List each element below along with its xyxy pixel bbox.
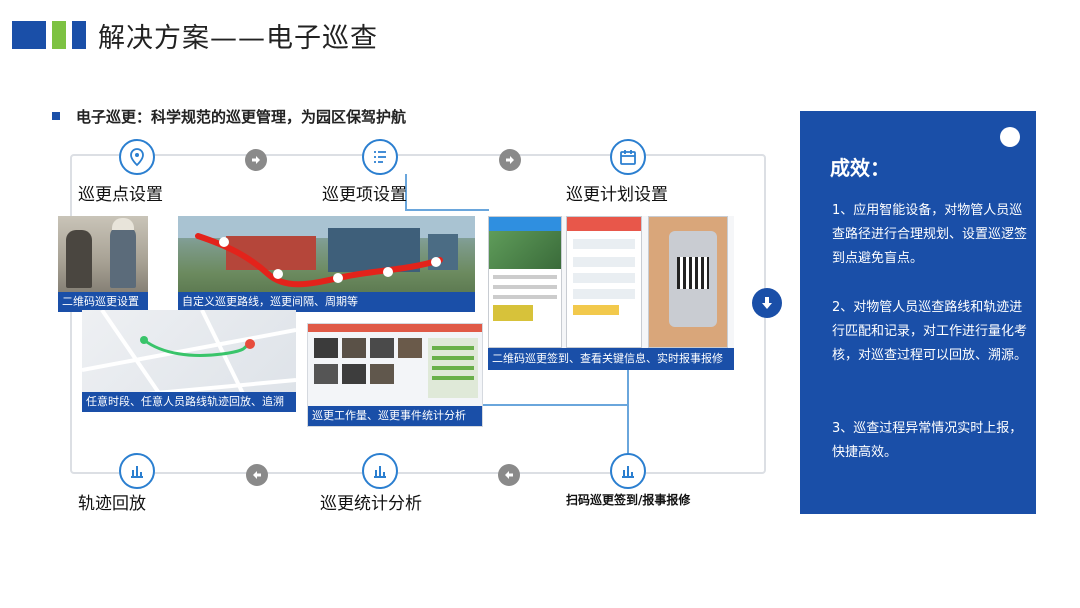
bar-chart-icon — [362, 453, 398, 489]
track-replay-map: 任意时段、任意人员路线轨迹回放、追溯 — [82, 310, 296, 412]
arrow-right-icon — [245, 149, 267, 171]
connector-line — [405, 209, 489, 211]
page-title: 解决方案——电子巡查 — [98, 23, 378, 54]
caption-custom-route: 自定义巡更路线，巡更间隔、周期等 — [178, 292, 475, 312]
results-title: 成效： — [830, 156, 890, 180]
step-label-scan-checkin: 扫码巡更签到/报事报修 — [566, 493, 691, 507]
results-item-1: 1、应用智能设备，对物管人员巡查路径进行合理规划、设置巡逻签到点避免盲点。 — [832, 203, 1028, 266]
arrow-down-icon — [752, 288, 782, 318]
subhead-bullet-icon — [52, 112, 60, 120]
arrow-right-icon — [499, 149, 521, 171]
results-item-3: 3、巡查过程异常情况实时上报，快捷高效。 — [832, 421, 1023, 460]
aerial-route-photo: 自定义巡更路线，巡更间隔、周期等 — [178, 216, 475, 312]
step-label-plan-setup: 巡更计划设置 — [566, 185, 668, 205]
title-bar-blue-wide — [12, 21, 46, 49]
decorative-circle-icon — [1000, 127, 1020, 147]
title-decoration — [12, 21, 88, 49]
statistics-dashboard-screenshot: 巡更工作量、巡更事件统计分析 — [307, 323, 483, 427]
location-pin-icon — [119, 139, 155, 175]
title-bar-green — [52, 21, 66, 49]
step-label-point-setup: 巡更点设置 — [78, 185, 163, 205]
arrow-left-icon — [498, 464, 520, 486]
caption-checkin: 二维码巡更签到、查看关键信息、实时报事报修 — [488, 348, 734, 370]
step-label-item-setup: 巡更项设置 — [322, 185, 407, 205]
phone-screen-1 — [488, 216, 562, 348]
phone-screen-2 — [566, 216, 642, 348]
subheading: 电子巡更：科学规范的巡更管理，为园区保驾护航 — [76, 108, 407, 126]
step-label-statistics: 巡更统计分析 — [320, 494, 422, 514]
phone-scan-photo — [648, 216, 728, 348]
caption-statistics: 巡更工作量、巡更事件统计分析 — [308, 406, 482, 426]
mobile-checkin-screenshots: 二维码巡更签到、查看关键信息、实时报事报修 — [488, 216, 734, 370]
bar-chart-icon — [610, 453, 646, 489]
caption-track-replay: 任意时段、任意人员路线轨迹回放、追溯 — [82, 392, 296, 412]
connector-line — [483, 404, 629, 406]
checklist-icon — [362, 139, 398, 175]
bar-chart-icon — [119, 453, 155, 489]
results-item-2: 2、对物管人员巡查路线和轨迹进行匹配和记录，对工作进行量化考核，对巡查过程可以回… — [832, 300, 1028, 363]
arrow-left-icon — [246, 464, 268, 486]
step-label-track-replay: 轨迹回放 — [78, 494, 146, 514]
qr-setup-photo: 二维码巡更设置 — [58, 216, 148, 312]
connector-line — [405, 174, 407, 210]
connector-line — [627, 368, 629, 456]
title-bar-blue-narrow — [72, 21, 86, 49]
caption-qr-setup: 二维码巡更设置 — [58, 292, 148, 312]
calendar-icon — [610, 139, 646, 175]
results-panel — [800, 111, 1036, 514]
